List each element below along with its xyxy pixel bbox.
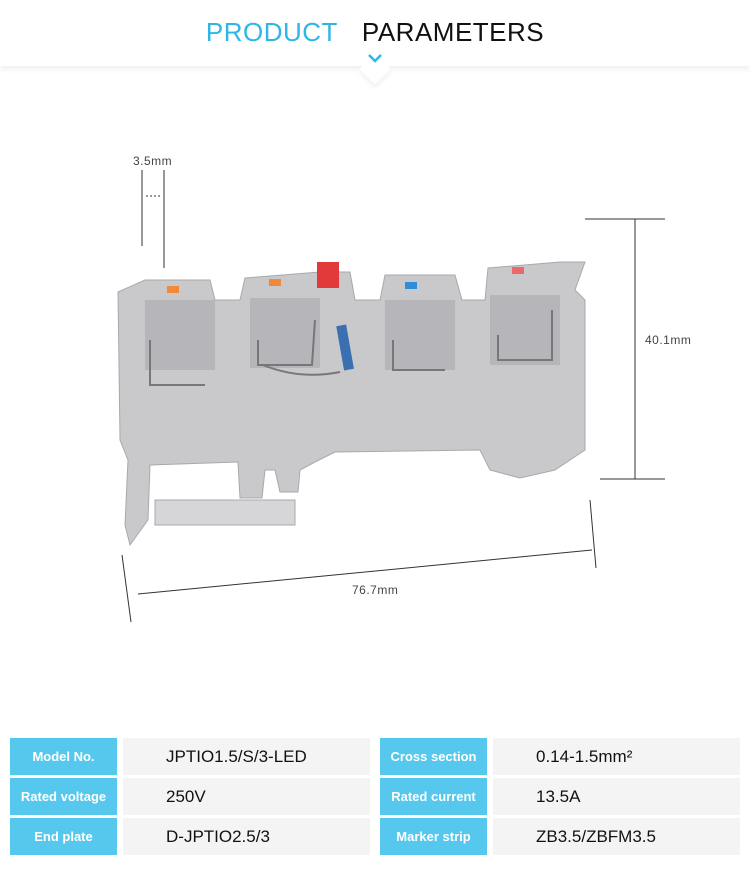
param-value: D-JPTIO2.5/3 [123, 818, 370, 855]
param-label: Rated voltage [10, 778, 117, 815]
param-value: 0.14-1.5mm² [493, 738, 740, 775]
param-value: 13.5A [493, 778, 740, 815]
product-drawing [117, 170, 665, 623]
terminal-block-image [117, 261, 586, 547]
chevron-down-icon [368, 54, 382, 63]
param-label: Rated current [380, 778, 487, 815]
param-value: ZB3.5/ZBFM3.5 [493, 818, 740, 855]
param-value-text: 13.5A [536, 786, 581, 806]
param-label: Marker strip [380, 818, 487, 855]
height-dimension-label: 40.1mm [645, 333, 692, 347]
param-value: JPTIO1.5/S/3-LED [123, 738, 370, 775]
param-value-text: JPTIO1.5/S/3-LED [166, 746, 307, 766]
title-accent: PRODUCT [205, 17, 338, 47]
section-title: PRODUCT PARAMETERS [0, 17, 750, 48]
param-value-text: 250V [166, 786, 206, 806]
length-dimension-label: 76.7mm [352, 583, 399, 597]
param-label: Cross section [380, 738, 487, 775]
title-main: PARAMETERS [361, 17, 545, 47]
param-value-text: 0.14-1.5mm² [536, 746, 633, 766]
param-value-text: ZB3.5/ZBFM3.5 [536, 826, 656, 846]
pitch-dimension-label: 3.5mm [133, 154, 173, 168]
param-label: Model No. [10, 738, 117, 775]
param-label: End plate [10, 818, 117, 855]
param-value: 250V [123, 778, 370, 815]
dimension-lines [121, 170, 665, 623]
param-value-text: D-JPTIO2.5/3 [166, 826, 270, 846]
